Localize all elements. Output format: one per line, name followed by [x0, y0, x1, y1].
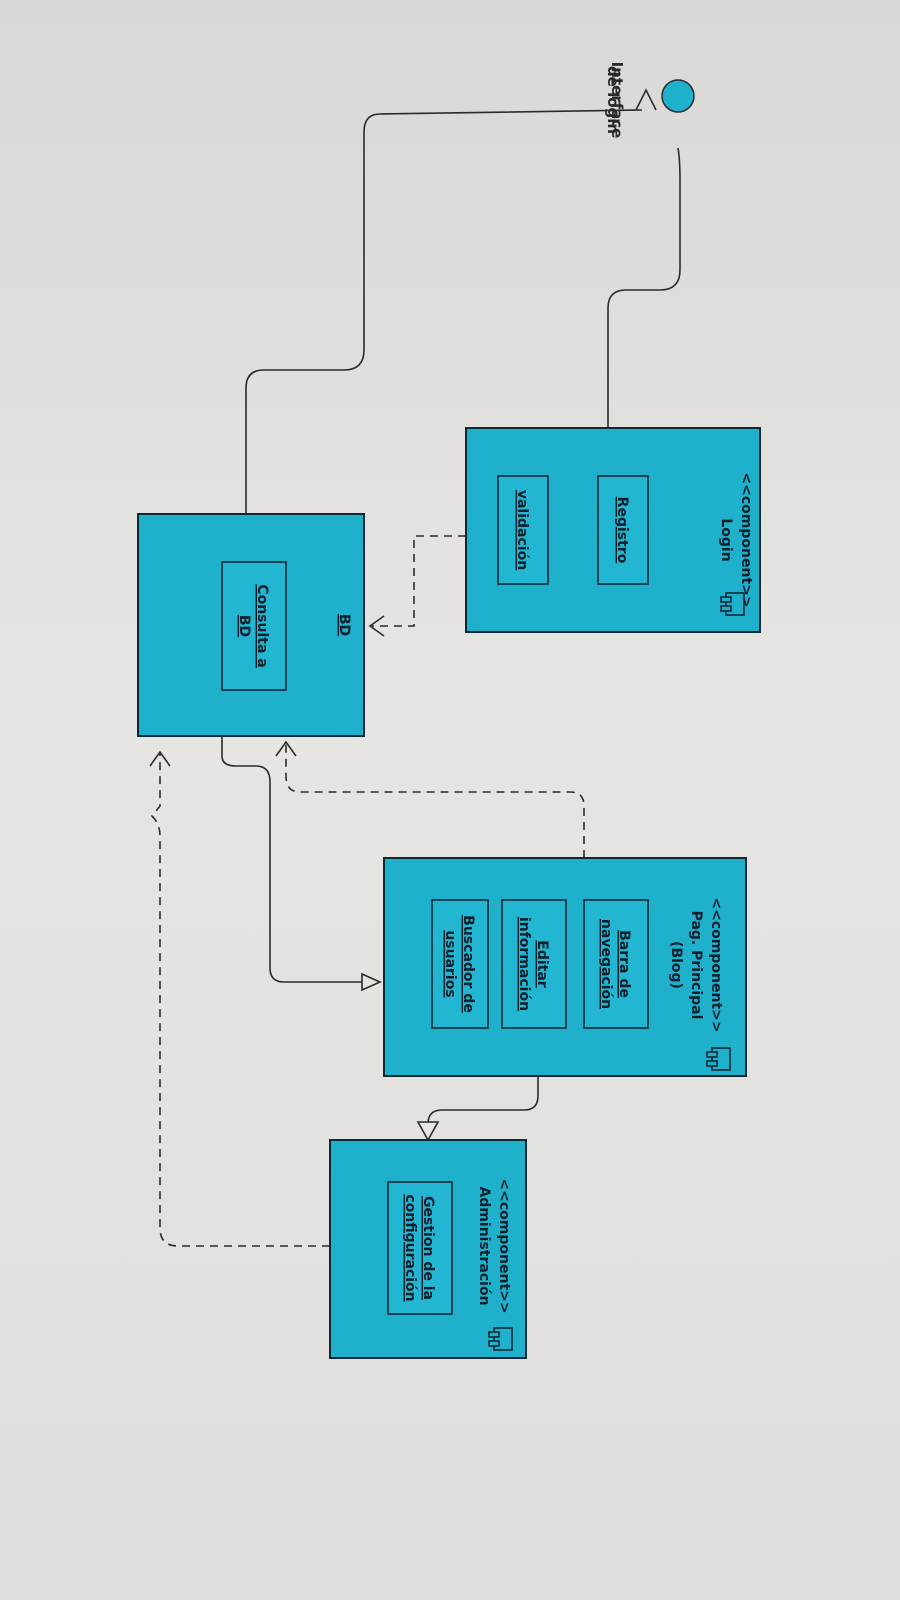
principal-admin-association	[427, 1076, 539, 1130]
buscador-usuarios-label-line2: usuarios	[442, 930, 458, 997]
interface-label-line2: de login	[604, 66, 622, 134]
login-title: Login	[718, 518, 734, 561]
gestion-configuracion-label-line1: Gestion de la	[420, 1196, 436, 1300]
registro-part[interactable]: Registro	[597, 475, 649, 585]
interface-lollipop-icon	[661, 79, 695, 113]
bd-title: BD	[336, 614, 352, 636]
barra-navegacion-label-line2: navegación	[598, 919, 614, 1009]
interface-label-line1: Interface	[608, 62, 626, 139]
principal-bd-dependency	[285, 744, 585, 858]
consulta-bd-part[interactable]: Consulta a BD	[221, 561, 287, 691]
principal-admin-arrowhead	[416, 1121, 440, 1142]
admin-component[interactable]: <<component>> Administración Gestion de …	[329, 1139, 527, 1359]
gestion-configuracion-label-line2: configuración	[402, 1194, 418, 1301]
editar-informacion-part[interactable]: Editar información	[501, 899, 567, 1029]
gestion-configuracion-part[interactable]: Gestion de la configuración	[387, 1181, 453, 1315]
component-icon	[706, 1047, 731, 1071]
consulta-bd-label-line1: Consulta a	[254, 584, 270, 667]
registro-label: Registro	[614, 497, 630, 564]
bd-principal-association	[221, 736, 364, 983]
component-icon	[720, 592, 745, 616]
login-stereotype: <<component>>	[738, 472, 754, 607]
bd-principal-arrowhead	[361, 972, 382, 992]
validacion-label: validación	[514, 490, 530, 570]
barra-navegacion-label-line1: Barra de	[616, 930, 632, 998]
login-interface-connector	[607, 147, 681, 438]
login-bd-arrowhead	[368, 615, 385, 637]
principal-title-line1: Pag. Principal	[688, 911, 704, 1020]
principal-stereotype: <<component>>	[708, 897, 724, 1032]
bd-interface-connector	[245, 109, 643, 520]
component-icon	[488, 1327, 513, 1351]
admin-title: Administración	[476, 1186, 492, 1305]
buscador-usuarios-label-line1: Buscador de	[460, 915, 476, 1013]
buscador-usuarios-part[interactable]: Buscador de usuarios	[431, 899, 489, 1029]
login-bd-dependency	[372, 535, 466, 627]
login-component[interactable]: <<component>> Login Registro validación	[465, 427, 761, 633]
bd-component[interactable]: BD Consulta a BD	[137, 513, 365, 737]
admin-stereotype: <<component>>	[496, 1178, 512, 1313]
editar-informacion-label-line1: Editar	[534, 940, 550, 988]
admin-bd-arrowhead	[149, 750, 171, 767]
admin-bd-dependency	[150, 754, 330, 1247]
login-interface[interactable]: Interface de login	[604, 62, 695, 139]
barra-navegacion-part[interactable]: Barra de navegación	[583, 899, 649, 1029]
validacion-part[interactable]: validación	[497, 475, 549, 585]
editar-informacion-label-line2: información	[516, 917, 532, 1011]
principal-bd-arrowhead	[275, 740, 297, 757]
interface-socket-icon	[635, 88, 657, 111]
consulta-bd-label-line2: BD	[236, 615, 252, 637]
principal-component[interactable]: <<component>> Pag. Principal (Blog) Barr…	[383, 857, 747, 1077]
principal-title-line2: (Blog)	[668, 941, 684, 989]
